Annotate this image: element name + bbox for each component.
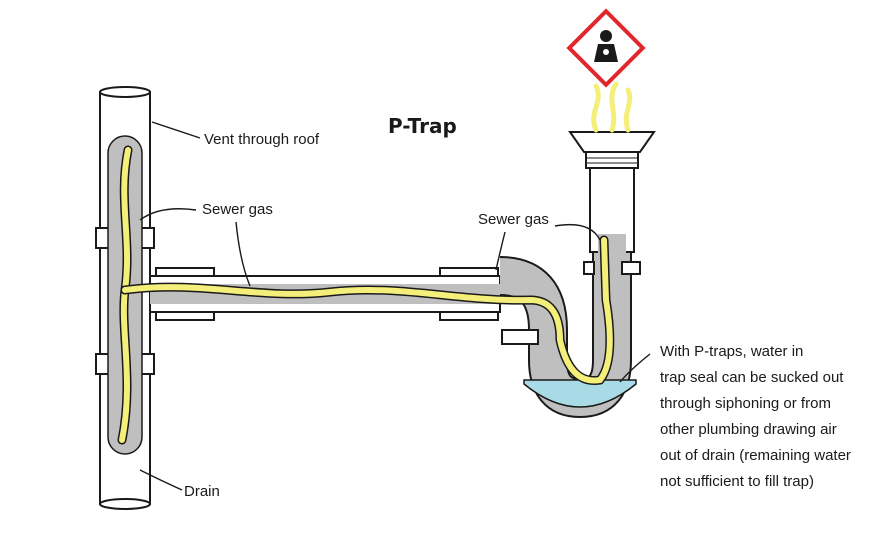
sink-strainer <box>568 131 656 169</box>
sewer-gas-right-label: Sewer gas <box>478 211 549 228</box>
diagram-title: P-Trap <box>388 114 457 138</box>
annotation-leaders <box>139 121 651 491</box>
note-line-5: out of drain (remaining water <box>660 447 851 464</box>
note-line-2: trap seal can be sucked out <box>660 369 844 386</box>
note-line-4: other plumbing drawing air <box>660 421 837 438</box>
drain-label: Drain <box>184 483 220 500</box>
note-line-1: With P-traps, water in <box>660 343 803 360</box>
vent-label: Vent through roof <box>204 131 320 148</box>
sewer-gas-lines <box>117 81 633 445</box>
note-line-3: through siphoning or from <box>660 395 831 412</box>
note-line-6: not sufficient to fill trap) <box>660 473 814 490</box>
sewer-gas-left-label: Sewer gas <box>202 201 273 218</box>
health-hazard-icon <box>566 8 646 88</box>
